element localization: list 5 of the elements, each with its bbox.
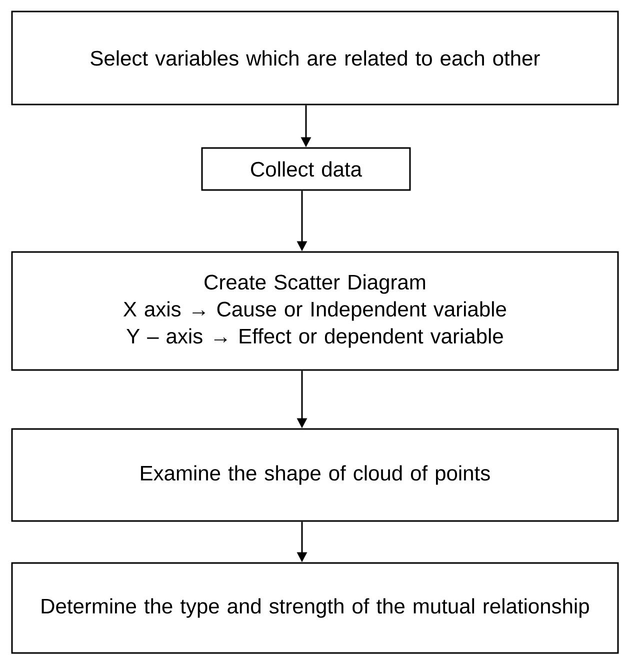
process-box: Select variables which are related to each other [11, 10, 619, 106]
process-box: Collect data [201, 147, 411, 191]
process-box: Determine the type and strength of the mutual relationship [11, 562, 619, 654]
process-box: Examine the shape of cloud of points [11, 428, 619, 522]
process-box: Create Scatter Diagram X axis → Cause or Independent variable Y – axis → Effect or dependent variable [11, 251, 619, 371]
